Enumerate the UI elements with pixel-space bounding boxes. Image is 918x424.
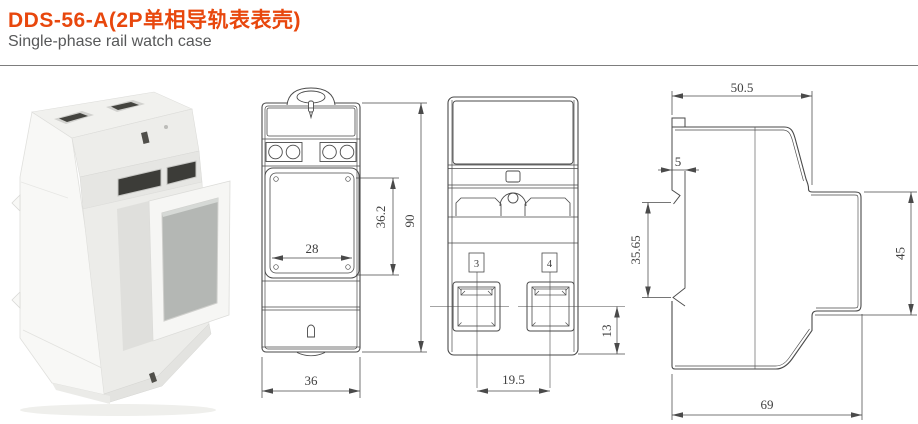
terminal-dimensions — [477, 306, 625, 394]
dim-overall-depth: 69 — [761, 397, 774, 412]
svg-text:3: 3 — [474, 259, 479, 270]
front-seal-dome — [286, 87, 336, 120]
page-subtitle: Single-phase rail watch case — [8, 33, 212, 50]
side-view-drawing: 50.5 5 35.65 45 69 — [628, 80, 917, 420]
enclosure-bottom-bevel — [52, 323, 212, 404]
dim-overall-width: 36 — [305, 373, 319, 388]
dim-front-height: 45 — [893, 247, 908, 260]
top-terminal-slot — [59, 113, 88, 122]
page-title: DDS-56-A(2P单相导轨表表壳) — [8, 9, 302, 32]
terminal-rail-clip-detail — [455, 170, 571, 216]
terminal-number-right: 4 — [541, 252, 558, 273]
side-dimensions — [642, 91, 917, 420]
front-display-window — [264, 167, 360, 279]
seal-screw-slot — [141, 131, 150, 144]
dim-bottom-offset: 13 — [599, 325, 614, 338]
header-divider — [0, 65, 918, 66]
terminal-number-left: 3 — [468, 252, 485, 273]
svg-text:4: 4 — [547, 259, 553, 270]
front-top-panel — [262, 107, 360, 167]
terminal-view-drawing: 3 4 13 19.5 — [430, 96, 625, 394]
side-profile-outline — [671, 117, 862, 370]
photo-shadow — [20, 404, 216, 416]
dim-window-height: 36.2 — [373, 206, 388, 229]
front-dimensions — [261, 102, 427, 398]
bottom-seal-slot — [149, 372, 157, 383]
dim-rail-span: 35.65 — [628, 235, 643, 264]
terminal-hole-left — [452, 281, 501, 332]
front-view-drawing: 28 36.2 90 36 — [261, 87, 427, 398]
terminal-window — [166, 160, 197, 186]
terminal-centerlines — [430, 272, 625, 388]
terminal-hole-right — [526, 281, 575, 332]
enclosure-terminal-band — [79, 150, 203, 210]
dim-window-width: 28 — [306, 241, 319, 256]
dim-rail-lip: 5 — [675, 154, 682, 169]
front-case-outline — [261, 102, 361, 353]
dim-overall-height: 90 — [402, 215, 417, 228]
top-terminal-slot — [111, 102, 139, 110]
display-window — [161, 197, 219, 322]
terminal-window — [117, 168, 162, 197]
dim-top-depth: 50.5 — [731, 80, 754, 95]
terminal-case-outline — [447, 96, 579, 356]
din-rail-tabs — [11, 194, 21, 309]
product-photo — [11, 91, 231, 416]
front-lower-section — [262, 280, 360, 357]
front-terminal-blocks — [265, 142, 357, 162]
side-profile-inner-walls — [675, 129, 859, 367]
dim-terminal-pitch: 19.5 — [502, 372, 525, 387]
enclosure-top-face — [31, 91, 193, 139]
enclosure-front-body — [82, 180, 231, 395]
